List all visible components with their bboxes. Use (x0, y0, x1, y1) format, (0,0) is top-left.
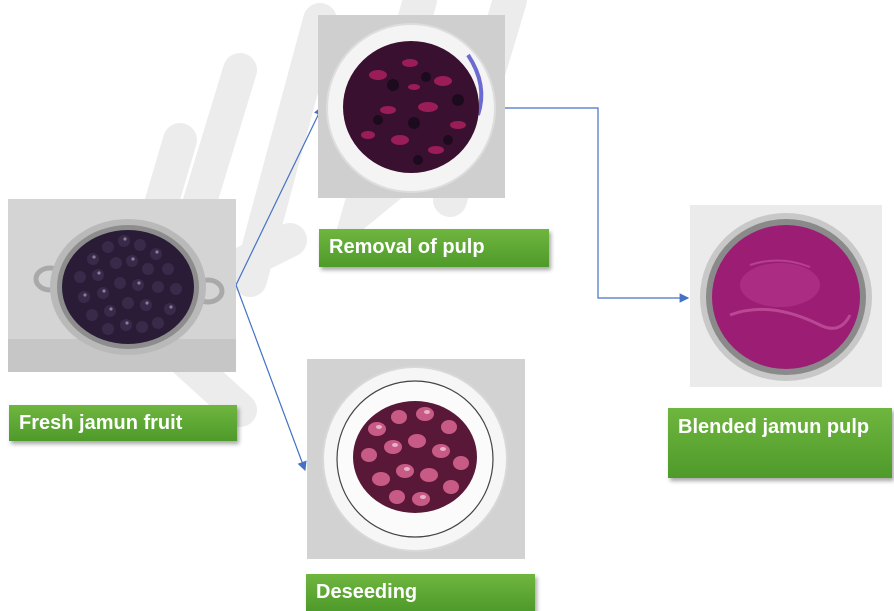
bowl-of-blended-pulp-icon (690, 205, 882, 387)
blended-pulp-photo (690, 205, 882, 387)
arrow-fresh-to-deseeding (236, 285, 305, 470)
label-deseeding: Deseeding (306, 574, 535, 611)
plate-of-seeds-icon (307, 359, 525, 559)
arrow-removal-to-blended (505, 108, 688, 298)
fresh-jamun-photo (8, 199, 236, 372)
deseeding-photo (307, 359, 525, 559)
removal-of-pulp-photo (318, 15, 505, 198)
label-blended-jamun-pulp: Blended jamun pulp (668, 408, 892, 478)
label-fresh-jamun-fruit: Fresh jamun fruit (9, 405, 237, 441)
label-removal-of-pulp: Removal of pulp (319, 229, 549, 267)
pot-of-jamun-icon (8, 199, 236, 372)
arrow-fresh-to-removal (236, 107, 322, 285)
plate-of-pulp-icon (318, 15, 505, 198)
